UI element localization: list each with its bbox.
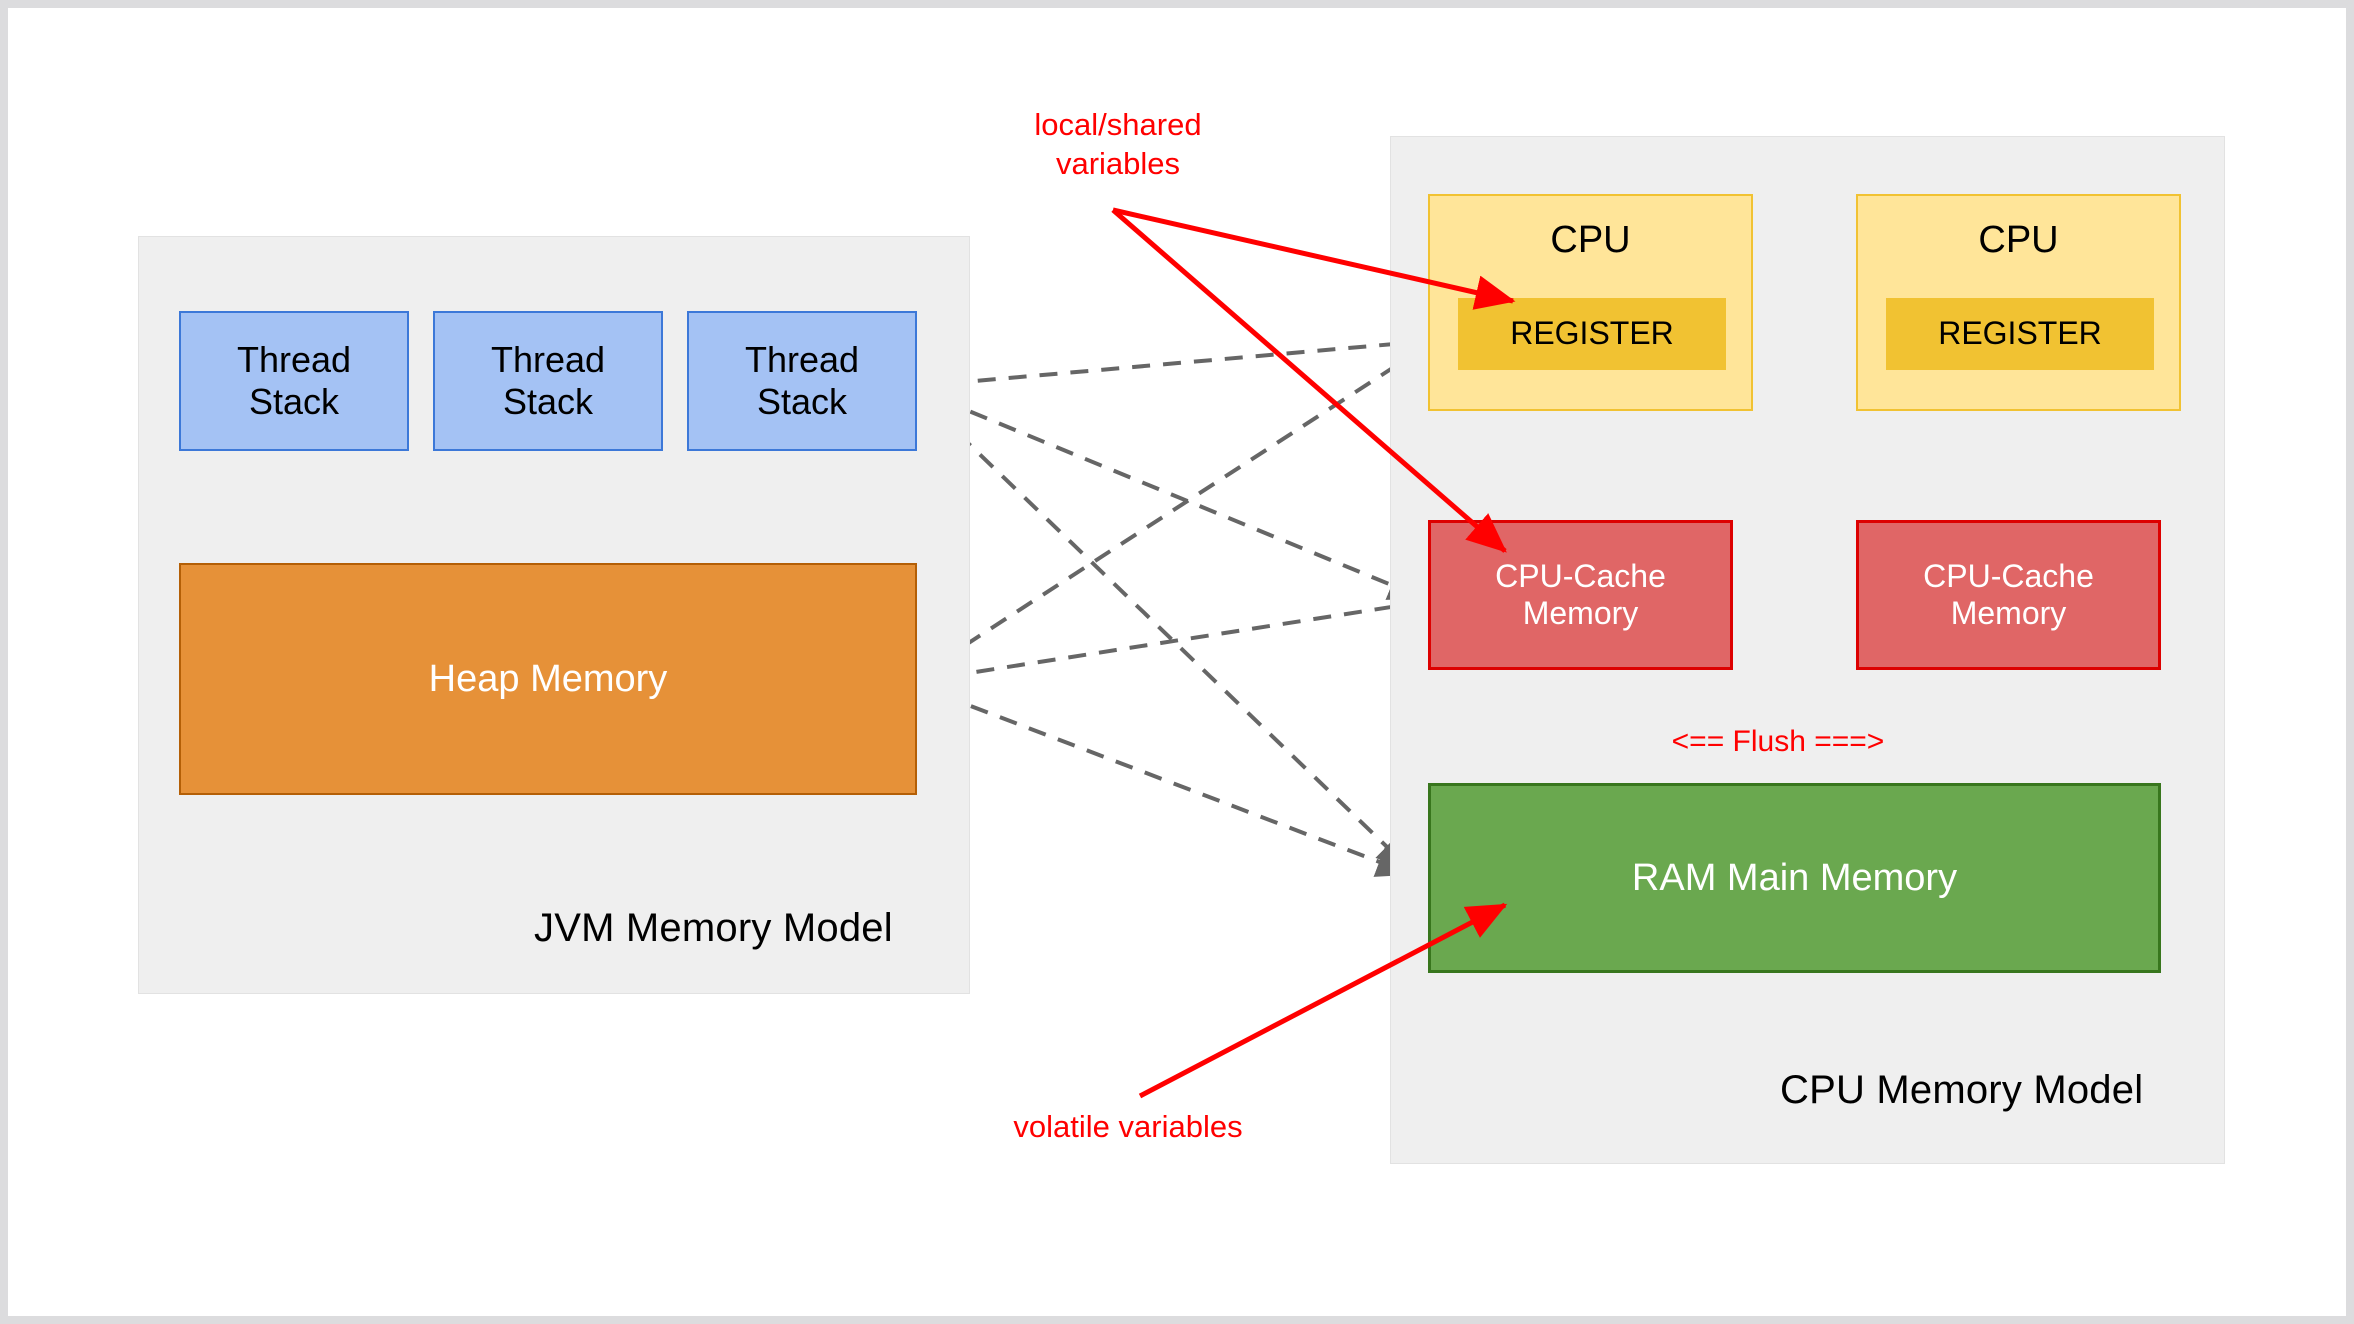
cpu-cache-memory-1[interactable]: CPU-Cache Memory <box>1428 520 1733 670</box>
thread-stack-3[interactable]: Thread Stack <box>687 311 917 451</box>
jvm-panel-title: JVM Memory Model <box>534 906 893 950</box>
ram-main-memory-box[interactable]: RAM Main Memory <box>1428 783 2161 973</box>
cpu-box-2-title: CPU <box>1978 219 2059 261</box>
register-box-1[interactable]: REGISTER <box>1458 298 1726 370</box>
cpu-box-2[interactable]: CPU REGISTER <box>1856 194 2181 411</box>
volatile-variables-label: volatile variables <box>1013 1109 1243 1144</box>
thread-stack-1-label: Thread Stack <box>236 339 352 422</box>
ram-main-memory-label: RAM Main Memory <box>1631 856 1958 899</box>
cpu-cache-memory-1-label: CPU-Cache Memory <box>1495 557 1666 631</box>
register-box-1-label: REGISTER <box>1510 315 1674 352</box>
cpu-box-1[interactable]: CPU REGISTER <box>1428 194 1753 411</box>
heap-memory-box[interactable]: Heap Memory <box>179 563 917 795</box>
thread-stack-2[interactable]: Thread Stack <box>433 311 663 451</box>
cpu-cache-memory-2[interactable]: CPU-Cache Memory <box>1856 520 2161 670</box>
thread-stack-3-label: Thread Stack <box>744 339 860 422</box>
register-box-2-label: REGISTER <box>1938 315 2102 352</box>
cpu-cache-memory-2-label: CPU-Cache Memory <box>1923 557 2094 631</box>
register-box-2[interactable]: REGISTER <box>1886 298 2154 370</box>
local-shared-variables-label: local/shared variables <box>1034 107 1202 181</box>
thread-stack-1[interactable]: Thread Stack <box>179 311 409 451</box>
heap-memory-label: Heap Memory <box>428 657 668 700</box>
dashed-connectors-thread-stack <box>911 339 1429 872</box>
thread-stack-2-label: Thread Stack <box>490 339 606 422</box>
flush-label: <== Flush ===> <box>1671 725 1885 758</box>
dashed-connectors-heap <box>911 343 1430 877</box>
cpu-box-1-title: CPU <box>1550 219 1631 261</box>
cpu-panel-title: CPU Memory Model <box>1780 1068 2144 1112</box>
